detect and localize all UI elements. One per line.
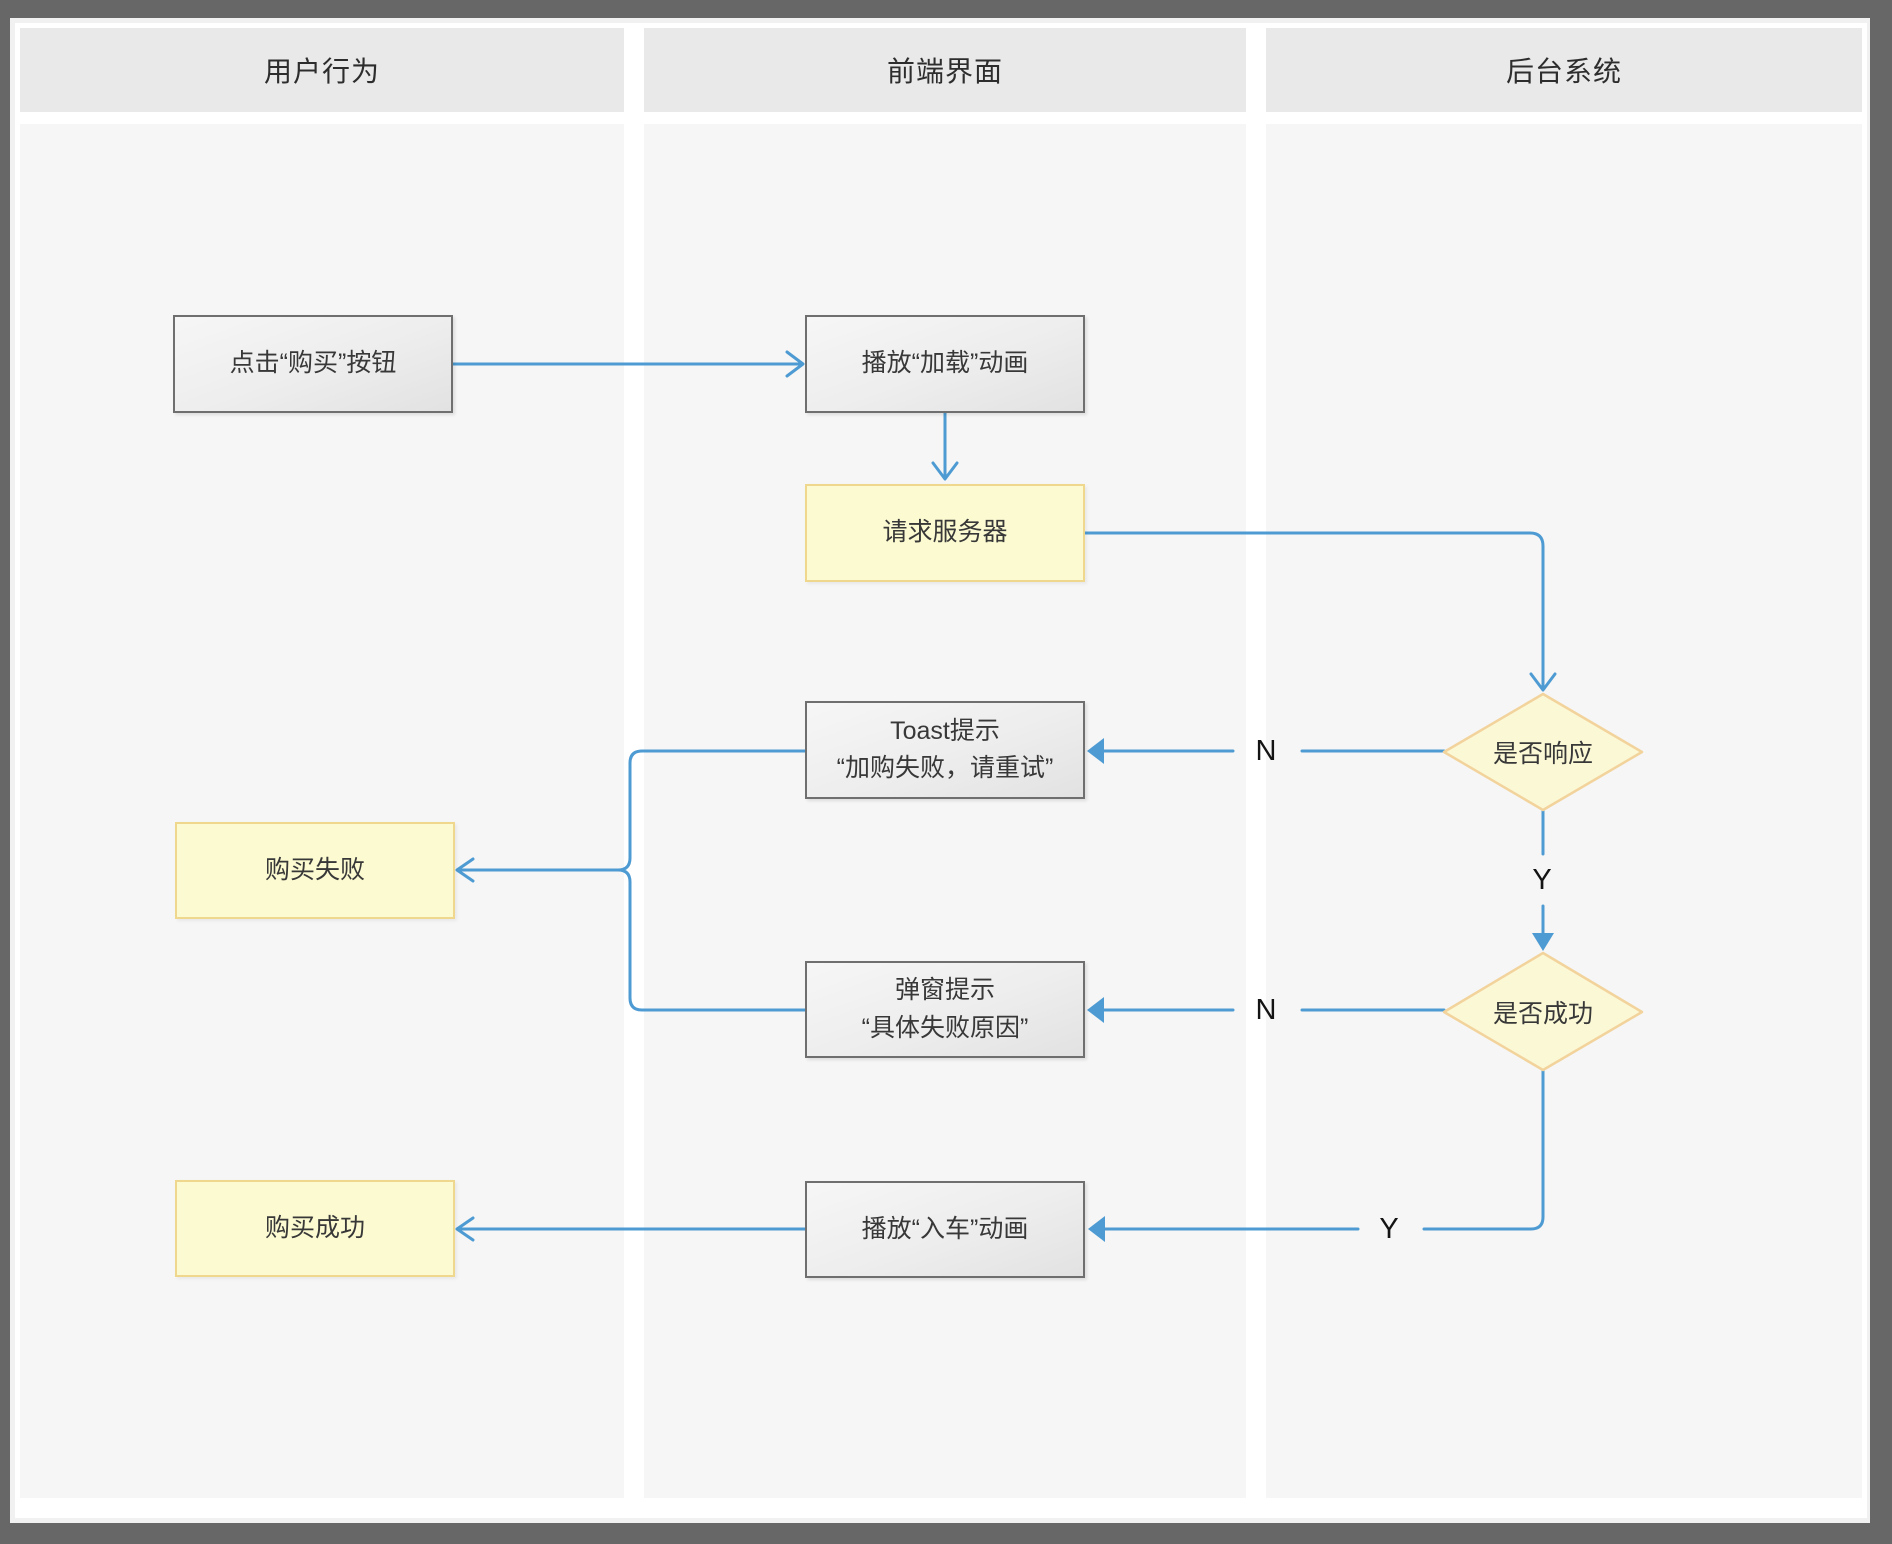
decision-is-success-label: 是否成功 [1492, 999, 1593, 1028]
node-label: 播放“加载”动画 [861, 349, 1029, 378]
arrowhead-open-left [455, 857, 475, 883]
node-label-line1: 弹窗提示 [894, 976, 995, 1004]
arrowhead-open-down [931, 461, 959, 481]
arrowhead-open-left [455, 1216, 475, 1242]
edge-label-success-no: N [1255, 993, 1277, 1026]
edge-request-to-responded [1083, 531, 1545, 690]
arrowhead-open-right [785, 350, 805, 378]
node-click-buy-button: 点击“购买”按钮 [173, 315, 453, 413]
node-label-line2: “加购失败，请重试” [836, 754, 1054, 782]
node-popup-message: 弹窗提示 “具体失败原因” [805, 961, 1085, 1058]
lane-header-backend: 后台系统 [1266, 28, 1862, 112]
node-label-line2: “具体失败原因” [861, 1013, 1029, 1042]
node-purchase-success: 购买成功 [175, 1180, 455, 1277]
decision-is-responded-label: 是否响应 [1492, 740, 1593, 768]
lane-body-backend [1266, 124, 1862, 1498]
edge-success-yes-elbow [1422, 1068, 1545, 1231]
decision-is-success-shape [1442, 951, 1644, 1072]
node-play-loading-animation: 播放“加载”动画 [805, 315, 1085, 413]
edge-label-responded-yes: Y [1532, 863, 1552, 896]
lane-title-frontend: 前端界面 [886, 56, 1003, 87]
arrowhead-solid-left-incart [1088, 1216, 1105, 1242]
node-request-server: 请求服务器 [805, 484, 1085, 582]
lane-title-backend: 后台系统 [1505, 56, 1622, 87]
edge-toast-to-merge [616, 749, 807, 872]
edge-label-responded-no: N [1255, 734, 1277, 767]
node-label: 播放“入车”动画 [861, 1214, 1029, 1243]
arrowhead-open-down [1529, 672, 1557, 692]
arrowhead-solid-left-toast [1087, 738, 1104, 764]
node-label: 购买失败 [264, 855, 365, 884]
node-label-line1: Toast提示 [890, 716, 1000, 745]
lane-header-user-behavior: 用户行为 [20, 28, 624, 112]
arrowhead-solid-down-success [1532, 933, 1554, 951]
node-label: 点击“购买”按钮 [229, 349, 397, 378]
node-toast-message: Toast提示 “加购失败，请重试” [805, 701, 1085, 799]
edge-label-success-yes: Y [1379, 1212, 1399, 1245]
lane-header-frontend: 前端界面 [644, 28, 1246, 112]
node-label: 购买成功 [264, 1213, 365, 1242]
edge-popup-to-merge [616, 868, 807, 1012]
lane-title-user-behavior: 用户行为 [263, 56, 380, 87]
node-purchase-failed: 购买失败 [175, 822, 455, 919]
node-label: 请求服务器 [882, 518, 1008, 547]
node-play-addtocart-animation: 播放“入车”动画 [805, 1181, 1085, 1278]
arrowhead-solid-left-popup [1087, 997, 1104, 1023]
decision-is-responded-shape [1442, 692, 1644, 812]
